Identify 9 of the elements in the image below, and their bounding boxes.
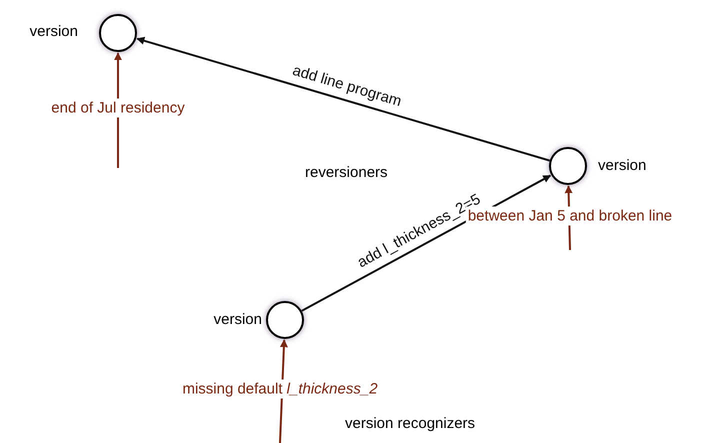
node-caption: version — [28, 22, 78, 42]
edge-label: add line program — [291, 63, 404, 110]
node-caption: version — [598, 156, 648, 176]
arrow — [301, 174, 552, 312]
group-label: version recognizers — [345, 414, 476, 434]
edge-label: end of Jul residency — [49, 98, 187, 118]
arrow — [136, 36, 550, 162]
node-caption: version — [212, 310, 262, 330]
group-label: reversioners — [305, 163, 388, 183]
